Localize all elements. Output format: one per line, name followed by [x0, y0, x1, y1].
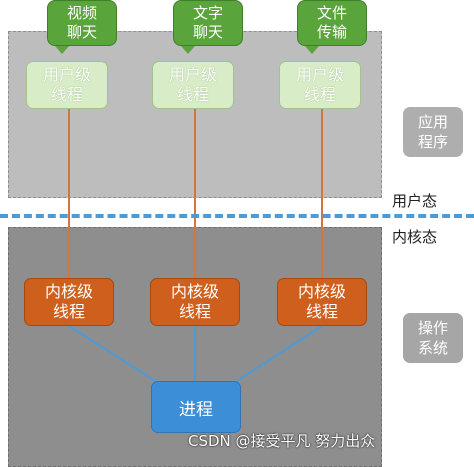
- app-bubble-line1: 文件: [316, 4, 347, 22]
- app-bubble-line2: 聊天: [66, 23, 97, 41]
- kernel-thread-line2: 线程: [52, 302, 85, 321]
- app-bubble-line2: 传输: [316, 23, 347, 41]
- process-label: 进程: [179, 399, 213, 420]
- kernel-thread-line2: 线程: [178, 302, 211, 321]
- kernel-thread-line1: 内核级: [44, 282, 93, 301]
- side-label-line2: 程序: [417, 133, 448, 151]
- app-bubble-text-chat: 文字 聊天: [173, 0, 243, 54]
- process-box: 进程: [151, 381, 241, 433]
- kernel-thread-1: 内核级 线程: [24, 278, 114, 326]
- user-thread-line2: 线程: [176, 85, 209, 104]
- side-label-line2: 系统: [417, 339, 448, 357]
- mode-divider: [0, 214, 474, 218]
- user-thread-1: 用户级 线程: [26, 61, 108, 109]
- app-bubble-file-transfer: 文件 传输: [297, 0, 367, 54]
- user-thread-line1: 用户级: [168, 65, 217, 84]
- kernel-thread-line1: 内核级: [297, 282, 346, 301]
- kernel-thread-line1: 内核级: [170, 282, 219, 301]
- app-bubble-line1: 视频: [66, 4, 97, 22]
- side-label-line1: 应用: [417, 113, 448, 131]
- csdn-watermark: CSDN @接受平凡 努力出众: [188, 432, 376, 450]
- user-thread-2: 用户级 线程: [152, 61, 234, 109]
- kernel-thread-2: 内核级 线程: [150, 278, 240, 326]
- side-label-application: 应用 程序: [403, 107, 463, 157]
- kernel-thread-3: 内核级 线程: [277, 278, 367, 326]
- user-thread-3: 用户级 线程: [279, 61, 361, 109]
- side-label-operating-system: 操作 系统: [403, 313, 463, 363]
- bubble-tail: [181, 46, 195, 54]
- user-thread-line2: 线程: [50, 85, 83, 104]
- bubble-tail: [305, 46, 319, 54]
- user-thread-line1: 用户级: [42, 65, 91, 84]
- app-bubble-line1: 文字: [192, 4, 223, 22]
- user-thread-line1: 用户级: [295, 65, 344, 84]
- bubble-tail: [55, 46, 69, 54]
- user-mode-label: 用户态: [392, 192, 438, 210]
- side-label-line1: 操作: [417, 319, 448, 337]
- link-kernel3-process: [231, 325, 323, 385]
- kernel-mode-label: 内核态: [392, 228, 438, 246]
- link-kernel1-process: [68, 325, 161, 385]
- app-bubble-line2: 聊天: [192, 23, 223, 41]
- kernel-thread-line2: 线程: [305, 302, 338, 321]
- app-bubble-video-chat: 视频 聊天: [47, 0, 117, 54]
- user-thread-line2: 线程: [303, 85, 336, 104]
